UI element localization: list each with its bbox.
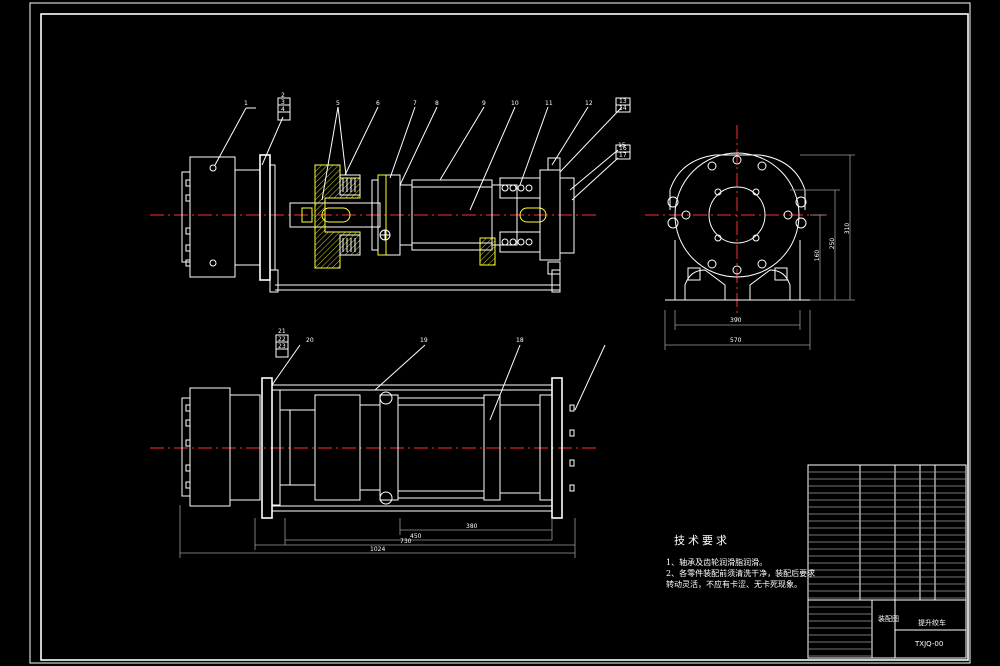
part-label-15: 15 xyxy=(618,142,626,149)
dim-height-3: 310 xyxy=(844,222,852,235)
title-block-drawing-name: 提升绞车 xyxy=(918,619,946,627)
part-label-8: 8 xyxy=(435,100,439,107)
title-block-drawing-number: TXJQ-00 xyxy=(915,640,944,648)
part-label-14: 14 xyxy=(619,105,627,112)
tech-req-line-1: 1、轴承及齿轮润滑脂润滑。 xyxy=(666,558,768,567)
part-label-11: 11 xyxy=(545,100,553,107)
tech-req-title: 技术要求 xyxy=(674,534,730,547)
part-label-13: 13 xyxy=(619,98,627,105)
dim-height-2: 250 xyxy=(829,237,837,250)
part-label-7: 7 xyxy=(413,100,417,107)
inner-border xyxy=(40,13,969,661)
part-label-17: 17 xyxy=(619,152,627,159)
part-label-20: 20 xyxy=(306,337,314,344)
part-label-1: 1 xyxy=(244,100,248,107)
tech-req-line-3: 转动灵活，不应有卡涩、无卡死现象。 xyxy=(666,580,802,589)
dim-bottom-3: 730 xyxy=(400,538,412,545)
part-label-12: 12 xyxy=(585,100,593,107)
outer-border xyxy=(29,2,971,664)
dim-bottom-1: 380 xyxy=(466,523,478,530)
dim-width-1: 390 xyxy=(730,317,742,324)
part-label-9: 9 xyxy=(482,100,486,107)
dim-height-1: 160 xyxy=(814,249,822,262)
part-label-22: 22 xyxy=(278,336,286,343)
top-section-view xyxy=(150,97,631,293)
part-label-16: 16 xyxy=(619,145,627,152)
dim-width-2: 570 xyxy=(730,337,742,344)
tech-req-line-2: 2、各零件装配前须清洗干净，装配后要求 xyxy=(666,569,816,578)
part-label-2: 2 xyxy=(281,92,285,99)
part-label-6: 6 xyxy=(376,100,380,107)
part-label-10: 10 xyxy=(511,100,519,107)
part-label-5: 5 xyxy=(336,100,340,107)
part-label-3: 3 xyxy=(281,99,285,106)
title-block xyxy=(807,464,967,659)
part-label-19: 19 xyxy=(420,337,428,344)
part-label-21: 21 xyxy=(278,328,286,335)
part-label-18: 18 xyxy=(516,337,524,344)
title-block-assembly-label: 装配图 xyxy=(878,615,899,623)
bottom-plan-view xyxy=(150,334,606,558)
dim-bottom-4: 1024 xyxy=(370,546,386,553)
part-label-23: 23 xyxy=(278,343,286,350)
dim-bottom-2: 450 xyxy=(410,533,422,540)
side-view xyxy=(645,125,855,350)
part-label-4: 4 xyxy=(281,106,285,113)
